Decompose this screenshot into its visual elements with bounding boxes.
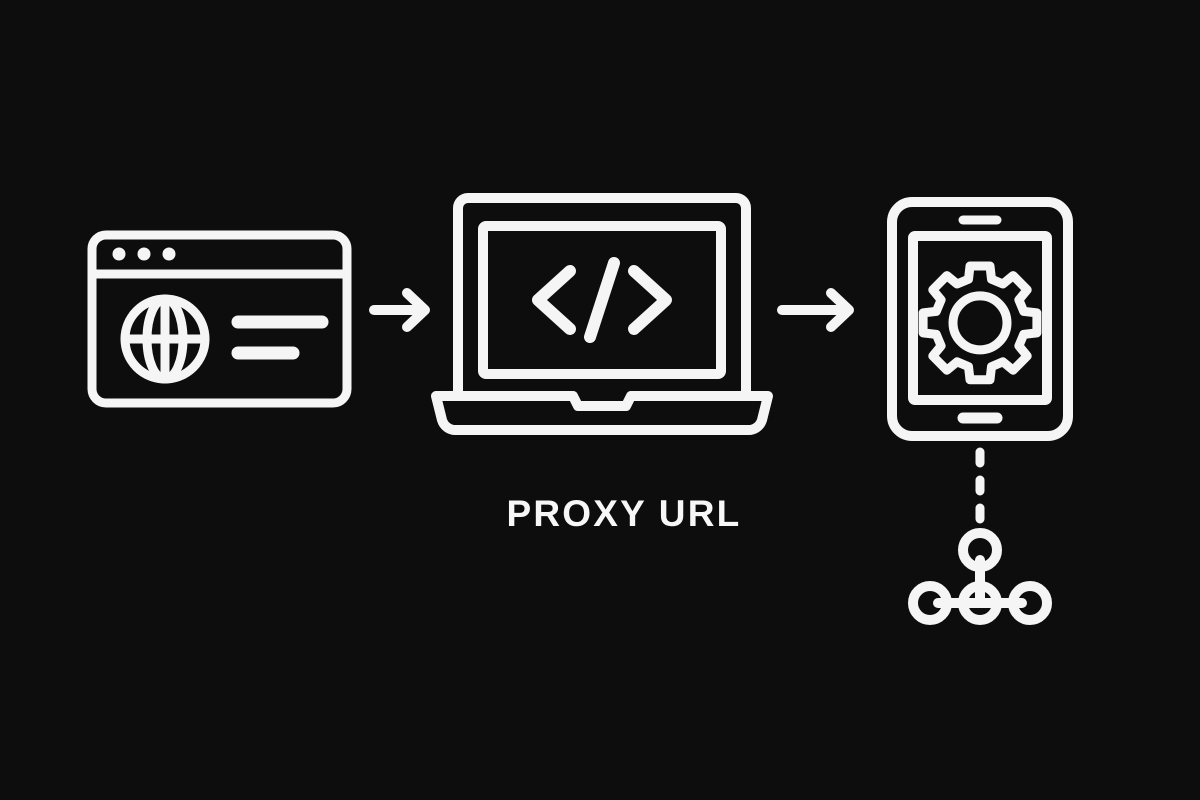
proxy-url-label: PROXY URL (0, 448, 1200, 580)
arrow-right-icon-2 (777, 288, 854, 332)
arrow-right-icon-1 (369, 288, 430, 332)
proxy-url-label-text: PROXY URL (506, 493, 742, 534)
stage-2-laptop-code-icon[interactable] (431, 193, 773, 435)
browser-titlebar-dot-3 (162, 247, 176, 261)
globe-icon (120, 294, 210, 384)
gear-icon (918, 261, 1042, 385)
code-brackets-icon (532, 257, 672, 343)
stage-1-browser-window-globe-icon[interactable] (87, 230, 352, 408)
tablet-screen (908, 231, 1052, 405)
network-node-top (958, 528, 1002, 572)
network-nodes-icon[interactable] (908, 528, 1052, 625)
network-node-center (958, 581, 1002, 625)
laptop-lid (453, 193, 751, 399)
laptop-screen (478, 221, 726, 379)
browser-window-frame (87, 230, 352, 408)
laptop-base (431, 391, 773, 435)
browser-titlebar-dot-1 (112, 247, 126, 261)
network-node-right (1008, 581, 1052, 625)
stage-3-tablet-gear-icon[interactable] (887, 197, 1073, 441)
network-node-left (908, 581, 952, 625)
browser-titlebar-dot-2 (137, 247, 151, 261)
tablet-frame (887, 197, 1073, 441)
